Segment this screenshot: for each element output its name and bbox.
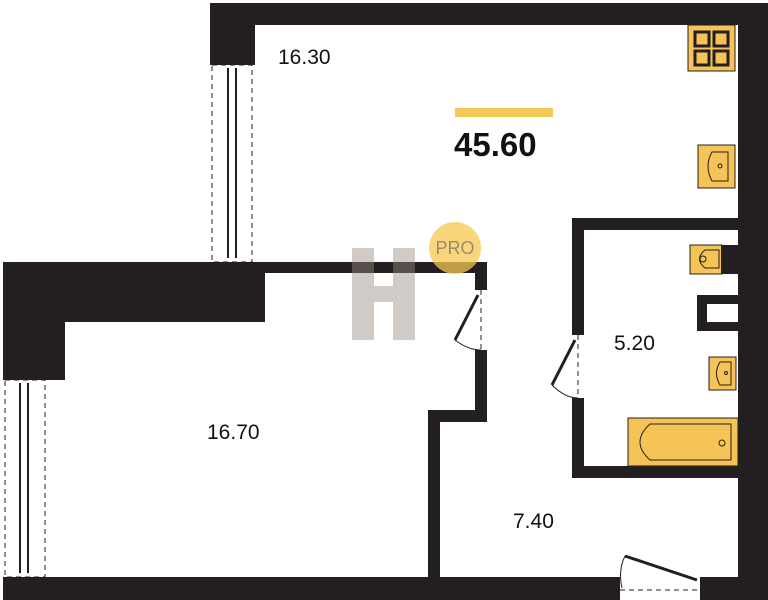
total-area: 45.60 bbox=[454, 126, 537, 163]
watermark-logo bbox=[352, 248, 415, 340]
windows bbox=[4, 64, 253, 578]
walls bbox=[3, 3, 768, 600]
total-area-bar bbox=[455, 108, 553, 117]
room-area-label: 7.40 bbox=[513, 510, 554, 533]
room-area-label: 16.70 bbox=[207, 421, 260, 444]
kitchen-stove-icon bbox=[687, 24, 736, 72]
room-area-label: 5.20 bbox=[614, 332, 655, 355]
doors bbox=[453, 290, 700, 591]
bathtub-icon bbox=[627, 417, 739, 467]
bathroom-sink-icon bbox=[708, 356, 737, 391]
room-area-label: 16.30 bbox=[278, 46, 331, 69]
toilet-icon bbox=[689, 244, 738, 275]
pro-badge: PRO bbox=[429, 222, 481, 274]
kitchen-sink-icon bbox=[697, 144, 736, 189]
